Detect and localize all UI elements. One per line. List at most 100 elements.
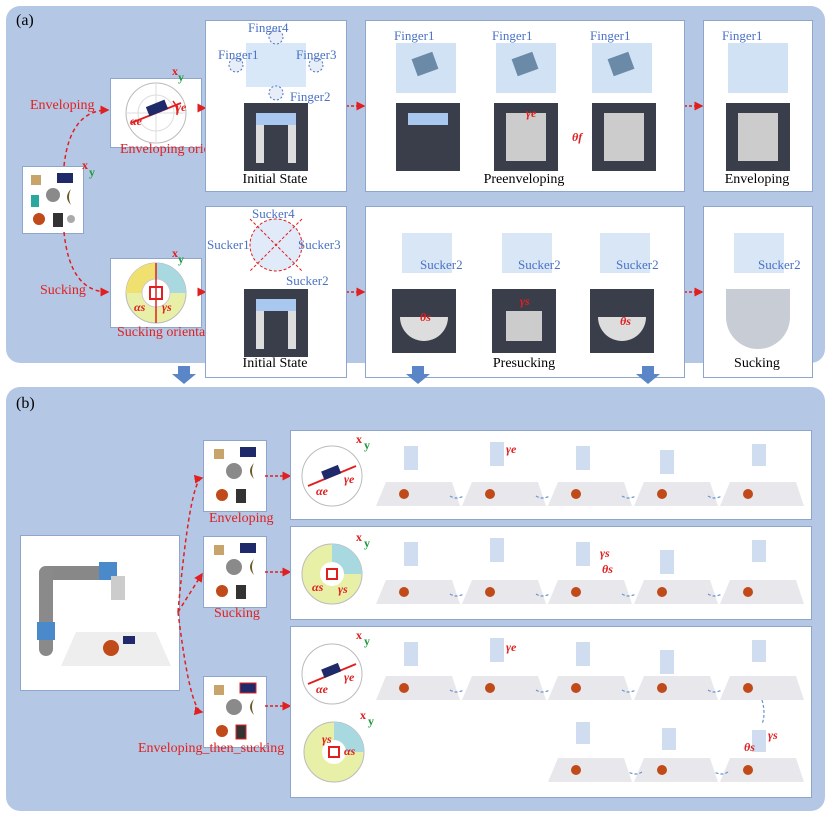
sucking-label-b: Sucking <box>214 606 260 621</box>
sucker2-label: Sucker2 <box>286 273 329 288</box>
sucking-label-a: Sucking <box>40 283 86 298</box>
gamma-s-seq4: γs <box>768 728 778 742</box>
polar-env-c <box>301 643 363 705</box>
alpha-e-label: αe <box>130 114 142 128</box>
objects-suck-illustration <box>214 543 256 599</box>
alpha-s-label: αs <box>134 300 146 314</box>
axis-y-b2: y <box>364 536 370 550</box>
initial-state-caption-1: Initial State <box>242 172 308 187</box>
axis-x-b3: x <box>356 628 362 642</box>
presuck-sucker2-a: Sucker2 <box>420 257 463 272</box>
enveloping-label-a: Enveloping <box>30 98 95 113</box>
presucking-caption: Presucking <box>492 356 556 371</box>
gamma-e-b3: γe <box>344 670 355 684</box>
row-sucking <box>290 526 812 620</box>
gripper-finger-illustration <box>228 29 324 171</box>
axis-y-b3: y <box>364 634 370 648</box>
theta-s-seq4: θs <box>744 740 755 754</box>
gamma-s-b4: γs <box>322 732 332 746</box>
presucking-card <box>365 206 685 378</box>
polar-env-b <box>301 445 363 507</box>
sucker4-label: Sucker4 <box>252 206 295 221</box>
enveloping-polar-plot <box>125 82 187 144</box>
finger4-label: Finger4 <box>248 20 289 35</box>
axis-x-b1: x <box>356 432 362 446</box>
panel-a-tag: (a) <box>16 12 34 29</box>
objects-illustration <box>31 173 75 227</box>
axis-x-b2: x <box>356 530 362 544</box>
env-final-finger1: Finger1 <box>722 28 763 43</box>
alpha-e-b3: αe <box>316 682 328 696</box>
axis-x-b4: x <box>360 708 366 722</box>
env-then-suck-label: Enveloping_then_sucking <box>138 741 285 756</box>
sucker3-label: Sucker3 <box>298 237 341 252</box>
panel-b-tag: (b) <box>16 395 35 412</box>
axis-y-suck: y <box>178 252 184 266</box>
alpha-e-b1: αe <box>316 484 328 498</box>
enveloping-final-card <box>703 20 813 192</box>
presuck-sucker2-b: Sucker2 <box>518 257 561 272</box>
enveloping-final-caption: Enveloping <box>724 172 790 187</box>
gamma-e-seq1: γe <box>506 442 517 456</box>
objects-scene-a <box>22 166 84 234</box>
objects-card-suck <box>203 536 267 608</box>
robot-arm-illustration <box>37 562 171 666</box>
preenv-finger1-a: Finger1 <box>394 28 435 43</box>
axis-y-b1: y <box>364 438 370 452</box>
robot-arm-card <box>20 535 180 691</box>
theta-f-preenv: θf <box>572 130 583 144</box>
gamma-e-label: γe <box>176 100 187 114</box>
gamma-s-seq2: γs <box>600 546 610 560</box>
objects-card-env-suck <box>203 676 267 748</box>
enveloping-label-b: Enveloping <box>209 511 274 526</box>
objects-env-suck-illustration <box>214 682 257 740</box>
gripper-sucker-illustration <box>244 218 308 357</box>
sucking-polar-plot <box>125 262 187 324</box>
polar-suck-c <box>303 721 365 783</box>
alpha-s-b4: αs <box>344 744 356 758</box>
preenv-finger1-c: Finger1 <box>590 28 631 43</box>
axis-y-a: y <box>89 165 95 179</box>
presucking-sequence <box>392 233 654 353</box>
finger1-label: Finger1 <box>218 47 259 62</box>
theta-s-presuck-a: θs <box>420 310 431 324</box>
axis-x-a: x <box>82 158 88 172</box>
gamma-e-preenv: γe <box>526 106 537 120</box>
sucker1-label: Sucker1 <box>207 237 250 252</box>
axis-y-b4: y <box>368 714 374 728</box>
gamma-s-presuck: γs <box>520 294 530 308</box>
initial-state-sucker-card <box>205 206 347 378</box>
preenveloping-caption: Preenveloping <box>483 172 565 187</box>
theta-s-seq2: θs <box>602 562 613 576</box>
suck-final-sucker2: Sucker2 <box>758 257 801 272</box>
preenv-finger1-b: Finger1 <box>492 28 533 43</box>
gamma-s-label: γs <box>162 300 172 314</box>
enveloping-orientation-card <box>110 78 202 148</box>
axis-x-suck: x <box>172 246 178 260</box>
alpha-s-b2: αs <box>312 580 324 594</box>
gamma-e-seq3: γe <box>506 640 517 654</box>
row-env-then-suck <box>290 626 812 798</box>
presuck-sucker2-c: Sucker2 <box>616 257 659 272</box>
gamma-e-b1: γe <box>344 472 355 486</box>
down-arrow-3 <box>636 366 660 384</box>
down-arrow-2 <box>406 366 430 384</box>
initial-state-caption-2: Initial State <box>242 356 308 371</box>
enveloping-final-illustration <box>726 43 790 171</box>
polar-suck-b <box>301 543 363 605</box>
preenveloping-sequence <box>396 43 656 171</box>
objects-env-illustration <box>214 447 256 503</box>
finger3-label: Finger3 <box>296 47 337 62</box>
gamma-s-b2: γs <box>338 582 348 596</box>
sucking-final-caption: Sucking <box>734 356 780 371</box>
theta-s-presuck-b: θs <box>620 314 631 328</box>
initial-state-finger-card <box>205 20 347 192</box>
preenveloping-card <box>365 20 685 192</box>
axis-x-env: x <box>172 64 178 78</box>
axis-y-env: y <box>178 70 184 84</box>
down-arrow-1 <box>172 366 196 384</box>
